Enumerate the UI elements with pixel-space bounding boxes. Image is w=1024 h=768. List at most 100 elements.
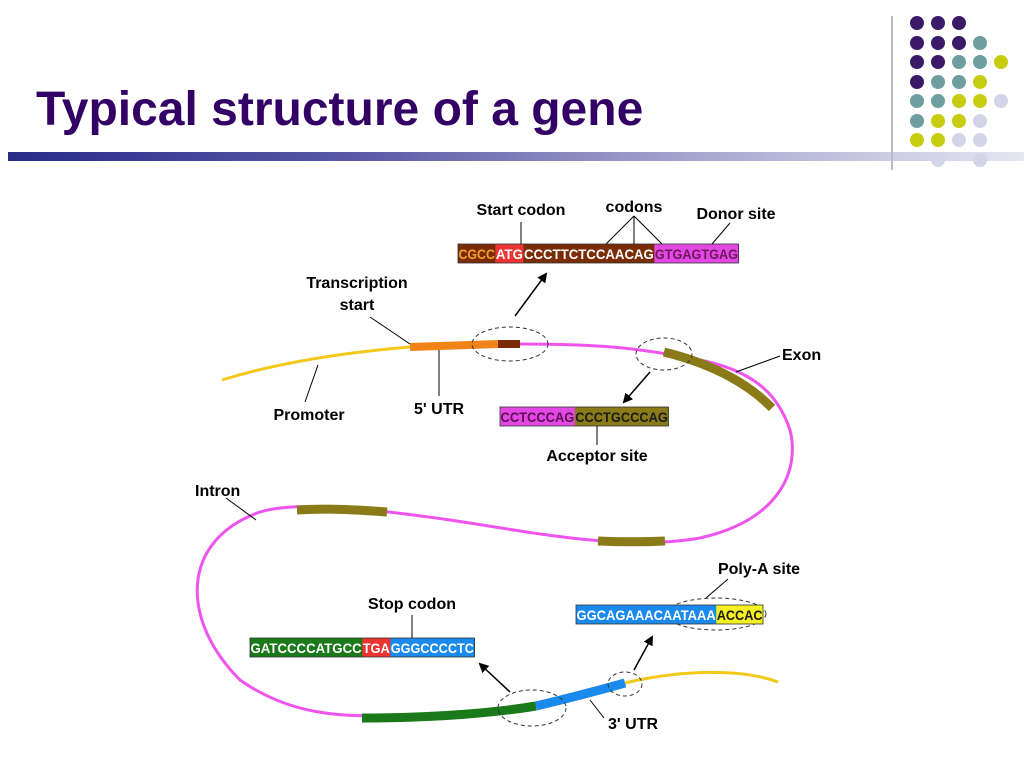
start-region-ellipse — [471, 326, 549, 362]
stop-region-ellipse — [497, 689, 567, 727]
promoter-label: Promoter — [273, 407, 344, 424]
decorative-dot — [952, 94, 966, 108]
sequence-segment-text: CCCTGCCCAG — [575, 409, 668, 425]
page-title: Typical structure of a gene — [36, 83, 644, 136]
decorative-dot — [910, 94, 924, 108]
decorative-dot — [952, 113, 966, 128]
stop-codon-label: Stop codon — [368, 596, 456, 613]
decorative-dot — [973, 35, 987, 50]
codons-label: codons — [606, 199, 663, 216]
sequence-segment-bg — [458, 244, 496, 263]
sequence-segment-bg — [250, 638, 363, 657]
sequence-segment-bg — [523, 244, 655, 263]
sequence-segment-text: TGA — [363, 640, 390, 656]
promoter-leader — [304, 364, 319, 403]
decorative-dot — [994, 55, 1008, 69]
sequence-box-border — [249, 637, 475, 658]
decorative-dot — [952, 16, 966, 30]
sequence-segment-text: GTGAGTGAG — [655, 246, 738, 262]
sequence-segment-bg — [576, 605, 717, 624]
decorative-dot — [910, 35, 924, 50]
decorative-dot — [973, 55, 987, 69]
sequence-segment-bg — [495, 244, 525, 263]
sequence-segment-text: ACCAC — [717, 607, 763, 623]
acceptor-arrow — [622, 371, 651, 404]
sequence-segment-text: ATG — [496, 246, 523, 262]
decorative-dot — [952, 35, 966, 50]
sequence-box-border — [499, 406, 669, 427]
utr5-label: 5' UTR — [414, 401, 464, 418]
decorative-dot — [931, 133, 945, 147]
exon-leader — [735, 355, 781, 373]
polya-seq-ellipse — [665, 597, 767, 631]
utr3-leader — [589, 699, 605, 719]
sequence-segment-text: GGCAGAAACAATAAA — [577, 607, 716, 623]
decorative-vertical-line — [891, 16, 893, 170]
utr5-segment — [409, 340, 499, 351]
stop-exon-segment — [361, 701, 537, 723]
sequence-segment-bg — [654, 244, 740, 263]
sequence-segment-bg — [716, 605, 764, 624]
codons-leader — [605, 215, 635, 245]
intron-strand — [195, 342, 794, 720]
decorative-dot — [931, 113, 945, 128]
transcription-start-leader — [369, 316, 411, 345]
transcription-start-label-line2: start — [340, 297, 375, 314]
decorative-dot — [910, 113, 924, 128]
exon-label: Exon — [782, 347, 821, 364]
sequence-box-border — [457, 243, 739, 264]
polya-region-ellipse — [607, 671, 643, 697]
start-arrow — [514, 272, 548, 317]
sequence-segment-bg — [500, 407, 576, 426]
decorative-dot — [910, 16, 924, 30]
polya-site-label: Poly-A site — [718, 561, 800, 578]
downstream-strand — [624, 670, 779, 685]
decorative-dot — [952, 55, 966, 69]
intron-leader — [225, 497, 257, 521]
exon-segment — [597, 536, 666, 547]
decorative-dot — [931, 152, 945, 167]
exon-segment — [296, 504, 388, 517]
donor-site-label: Donor site — [696, 206, 775, 223]
donor-site-leader — [711, 222, 731, 245]
decorative-dot — [931, 55, 945, 69]
polya-site-leader — [705, 578, 729, 599]
decorative-dot — [931, 94, 945, 108]
stop-arrow — [478, 662, 511, 693]
utr3-label: 3' UTR — [608, 716, 658, 733]
decorative-dot — [910, 74, 924, 89]
codons-leader — [633, 215, 663, 245]
decorative-dot — [994, 94, 1008, 108]
sequence-segment-bg — [390, 638, 475, 657]
sequence-segment-bg — [574, 407, 669, 426]
acceptor-region-ellipse — [635, 337, 693, 371]
sequence-box-border — [575, 604, 764, 625]
utr3-segment — [534, 678, 627, 711]
sequence-segment-text: GATCCCCATGCC — [251, 640, 362, 656]
decorative-dot — [931, 35, 945, 50]
decorative-dot — [931, 16, 945, 30]
decorative-dot — [973, 74, 987, 89]
polya-arrow — [633, 635, 653, 671]
decorative-dot — [973, 94, 987, 108]
title-underline-bar — [8, 152, 1024, 161]
decorative-dot — [910, 55, 924, 69]
decorative-dot — [931, 74, 945, 89]
sequence-segment-text: GGGCCCCTC — [391, 640, 474, 656]
decorative-dot — [973, 133, 987, 147]
decorative-dot — [973, 113, 987, 128]
sequence-segment-text: CCTCCCAG — [501, 409, 575, 425]
transcription-start-label-line1: Transcription — [306, 275, 407, 292]
decorative-dot — [973, 152, 987, 167]
promoter-strand — [221, 345, 411, 382]
sequence-segment-text: CGCC — [459, 246, 495, 262]
intron-label: Intron — [195, 483, 240, 500]
exon-segment — [662, 347, 776, 412]
sequence-segment-bg — [362, 638, 391, 657]
